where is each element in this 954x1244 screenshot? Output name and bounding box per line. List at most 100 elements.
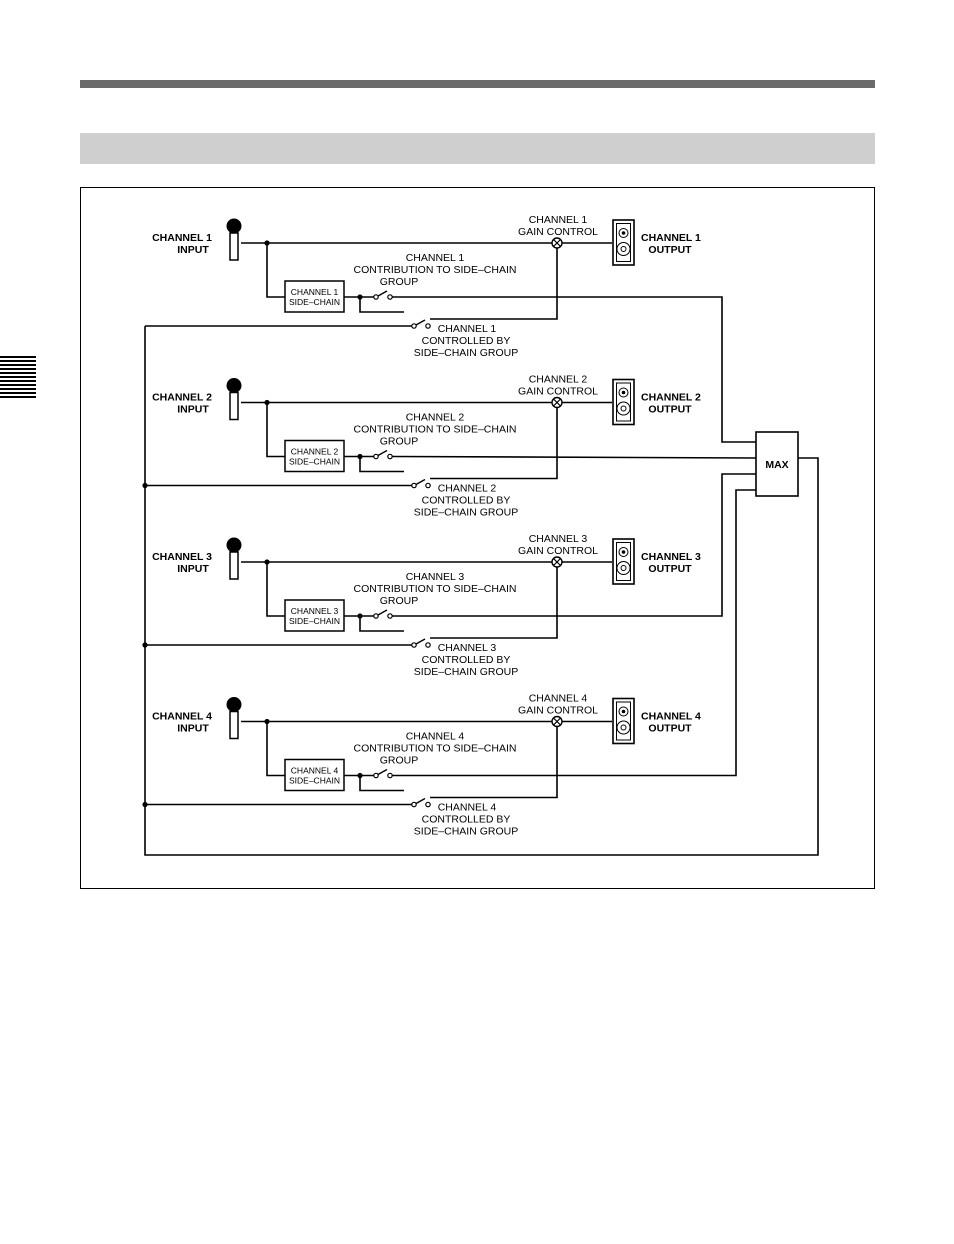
sidechain-block xyxy=(284,439,345,473)
speaker-tweeter xyxy=(618,228,629,238)
switch-contact xyxy=(425,482,431,489)
label: CHANNEL 4 xyxy=(529,693,588,705)
label: CHANNEL 1 xyxy=(152,232,212,244)
label: CHANNEL 3 xyxy=(529,533,588,545)
label: SIDE–CHAIN xyxy=(289,457,340,467)
label: GROUP xyxy=(380,595,419,607)
label: INPUT xyxy=(177,404,209,416)
switch-icon xyxy=(373,609,393,619)
speaker-woofer xyxy=(616,720,631,735)
label: CHANNEL 3 xyxy=(152,551,212,563)
label: OUTPUT xyxy=(648,404,692,416)
speaker-woofer xyxy=(616,401,631,416)
speaker-icon xyxy=(612,219,635,266)
label: SIDE–CHAIN GROUP xyxy=(414,666,518,678)
mic-body xyxy=(229,232,239,261)
switch-contact xyxy=(411,801,417,808)
label: SIDE–CHAIN GROUP xyxy=(414,347,518,359)
speaker-woofer-center xyxy=(620,724,627,731)
speaker-tweeter-center xyxy=(621,231,626,235)
label: CHANNEL 1 xyxy=(641,232,701,244)
switch-blade xyxy=(415,797,426,805)
label: OUTPUT xyxy=(648,563,692,575)
label: CONTRIBUTION TO SIDE–CHAIN xyxy=(354,583,517,595)
label: CONTROLLED BY xyxy=(422,814,511,826)
speaker-tweeter-center xyxy=(621,550,626,554)
label: CHANNEL 2 xyxy=(641,392,701,404)
gain-control-wire xyxy=(430,726,558,799)
switch-blade xyxy=(415,478,426,486)
switch-contact xyxy=(411,642,417,648)
speaker-icon xyxy=(612,378,635,426)
switch-blade xyxy=(415,319,426,326)
label: CONTRIBUTION TO SIDE–CHAIN xyxy=(354,264,517,276)
label: GAIN CONTROL xyxy=(518,545,598,557)
label: CHANNEL 4 xyxy=(291,766,339,776)
speaker-woofer-center xyxy=(620,565,627,571)
label: OUTPUT xyxy=(648,244,692,256)
switch-contact xyxy=(373,294,379,300)
switch-icon xyxy=(411,638,431,648)
label: CHANNEL 2 xyxy=(529,374,588,386)
switch-contact xyxy=(387,772,393,779)
switch-contact xyxy=(373,772,379,779)
gain-control-wire xyxy=(430,248,558,320)
speaker-icon xyxy=(612,697,635,745)
mic-head xyxy=(226,537,242,553)
label: CHANNEL 2 xyxy=(152,392,212,404)
switch-icon xyxy=(373,290,393,300)
gain-cross xyxy=(553,398,561,407)
label: GAIN CONTROL xyxy=(518,226,598,238)
speaker-tweeter-center xyxy=(621,390,626,395)
label: CONTRIBUTION TO SIDE–CHAIN xyxy=(354,424,517,436)
switch-contact xyxy=(387,613,393,619)
gain-control-wire xyxy=(430,567,558,639)
side-tab-marker xyxy=(0,356,36,400)
contribution-wire xyxy=(392,489,756,777)
switch-contact xyxy=(425,801,431,808)
switch-blade xyxy=(415,638,426,645)
label: CHANNEL 1 xyxy=(529,214,588,226)
contribution-wire xyxy=(391,455,757,459)
sidechain-feed-wire xyxy=(266,721,285,777)
microphone-icon xyxy=(226,537,242,580)
switch-contact xyxy=(425,642,431,648)
label: CHANNEL 3 xyxy=(291,606,339,616)
label: SIDE–CHAIN GROUP xyxy=(414,507,518,519)
gain-control-icon xyxy=(551,396,563,409)
label: GROUP xyxy=(380,755,419,767)
label: GAIN CONTROL xyxy=(518,386,598,398)
label: CHANNEL 2 xyxy=(291,447,339,457)
speaker-tweeter-center xyxy=(621,709,626,714)
speaker-inner xyxy=(616,542,631,581)
switch-contact xyxy=(425,323,431,329)
speaker-tweeter xyxy=(618,547,629,557)
label: GROUP xyxy=(380,436,419,448)
label: CHANNEL 4 xyxy=(438,802,497,814)
gain-control-icon xyxy=(551,715,563,728)
max-block: MAX xyxy=(755,431,799,497)
mic-head xyxy=(226,697,242,712)
label: CHANNEL 2 xyxy=(406,412,465,424)
label: INPUT xyxy=(177,563,209,575)
label: OUTPUT xyxy=(648,723,692,735)
speaker-woofer-center xyxy=(620,246,627,252)
max-box xyxy=(755,431,799,497)
speaker-woofer-center xyxy=(620,405,627,412)
speaker-tweeter xyxy=(618,706,629,717)
switch-icon xyxy=(411,319,431,329)
gain-cross xyxy=(553,239,561,247)
label: CONTRIBUTION TO SIDE–CHAIN xyxy=(354,743,517,755)
mic-head xyxy=(226,378,242,393)
control-select-wire xyxy=(359,616,404,632)
speaker-woofer xyxy=(616,561,631,575)
switch-contact xyxy=(411,482,417,489)
switch-icon xyxy=(411,797,431,808)
control-select-wire xyxy=(359,456,404,473)
gain-cross xyxy=(553,558,561,566)
switch-blade xyxy=(377,290,388,297)
switch-icon xyxy=(373,449,393,460)
